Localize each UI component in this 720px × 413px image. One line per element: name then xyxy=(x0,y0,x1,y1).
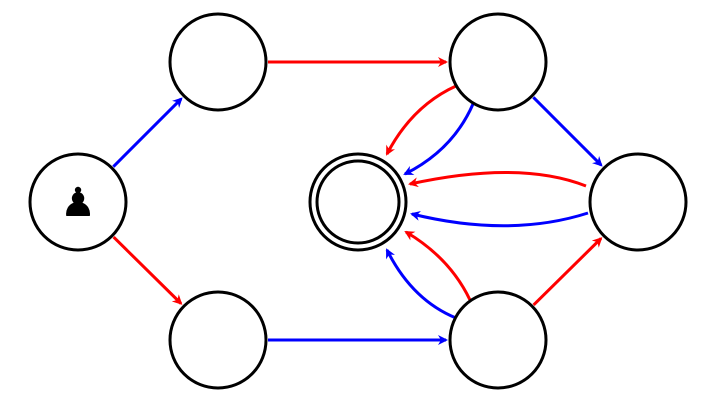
node-bottom-right-circle xyxy=(448,290,548,390)
edge-right-to-goal-red xyxy=(408,171,587,188)
node-bottom-right xyxy=(448,290,548,390)
node-top-left xyxy=(168,12,268,112)
node-top-right xyxy=(448,12,548,112)
edge-start-to-top-left-blue xyxy=(112,97,183,168)
pawn-icon: ♟ xyxy=(60,180,96,226)
node-goal xyxy=(308,152,408,252)
edge-top-right-to-goal-blue xyxy=(403,103,475,176)
node-bottom-left xyxy=(168,290,268,390)
node-bottom-left-circle xyxy=(168,290,268,390)
edge-start-to-bottom-left-red xyxy=(112,236,183,305)
edge-bottom-right-to-goal-blue xyxy=(385,248,457,320)
node-top-right-circle xyxy=(448,12,548,112)
node-goal-inner-ring xyxy=(315,159,401,245)
node-right xyxy=(588,152,688,252)
edge-right-to-goal-blue xyxy=(410,211,589,228)
edge-bottom-right-to-right-red xyxy=(532,237,603,306)
edge-top-right-to-goal-red xyxy=(385,84,457,156)
node-start-circle xyxy=(28,152,128,252)
edge-bottom-right-to-goal-red xyxy=(404,230,472,301)
node-top-left-circle xyxy=(168,12,268,112)
node-start: ♟ xyxy=(28,152,128,252)
nodes-layer: ♟ xyxy=(28,12,688,390)
node-right-circle xyxy=(588,152,688,252)
edges-layer xyxy=(112,57,603,345)
edge-top-right-to-right-blue xyxy=(532,96,603,167)
